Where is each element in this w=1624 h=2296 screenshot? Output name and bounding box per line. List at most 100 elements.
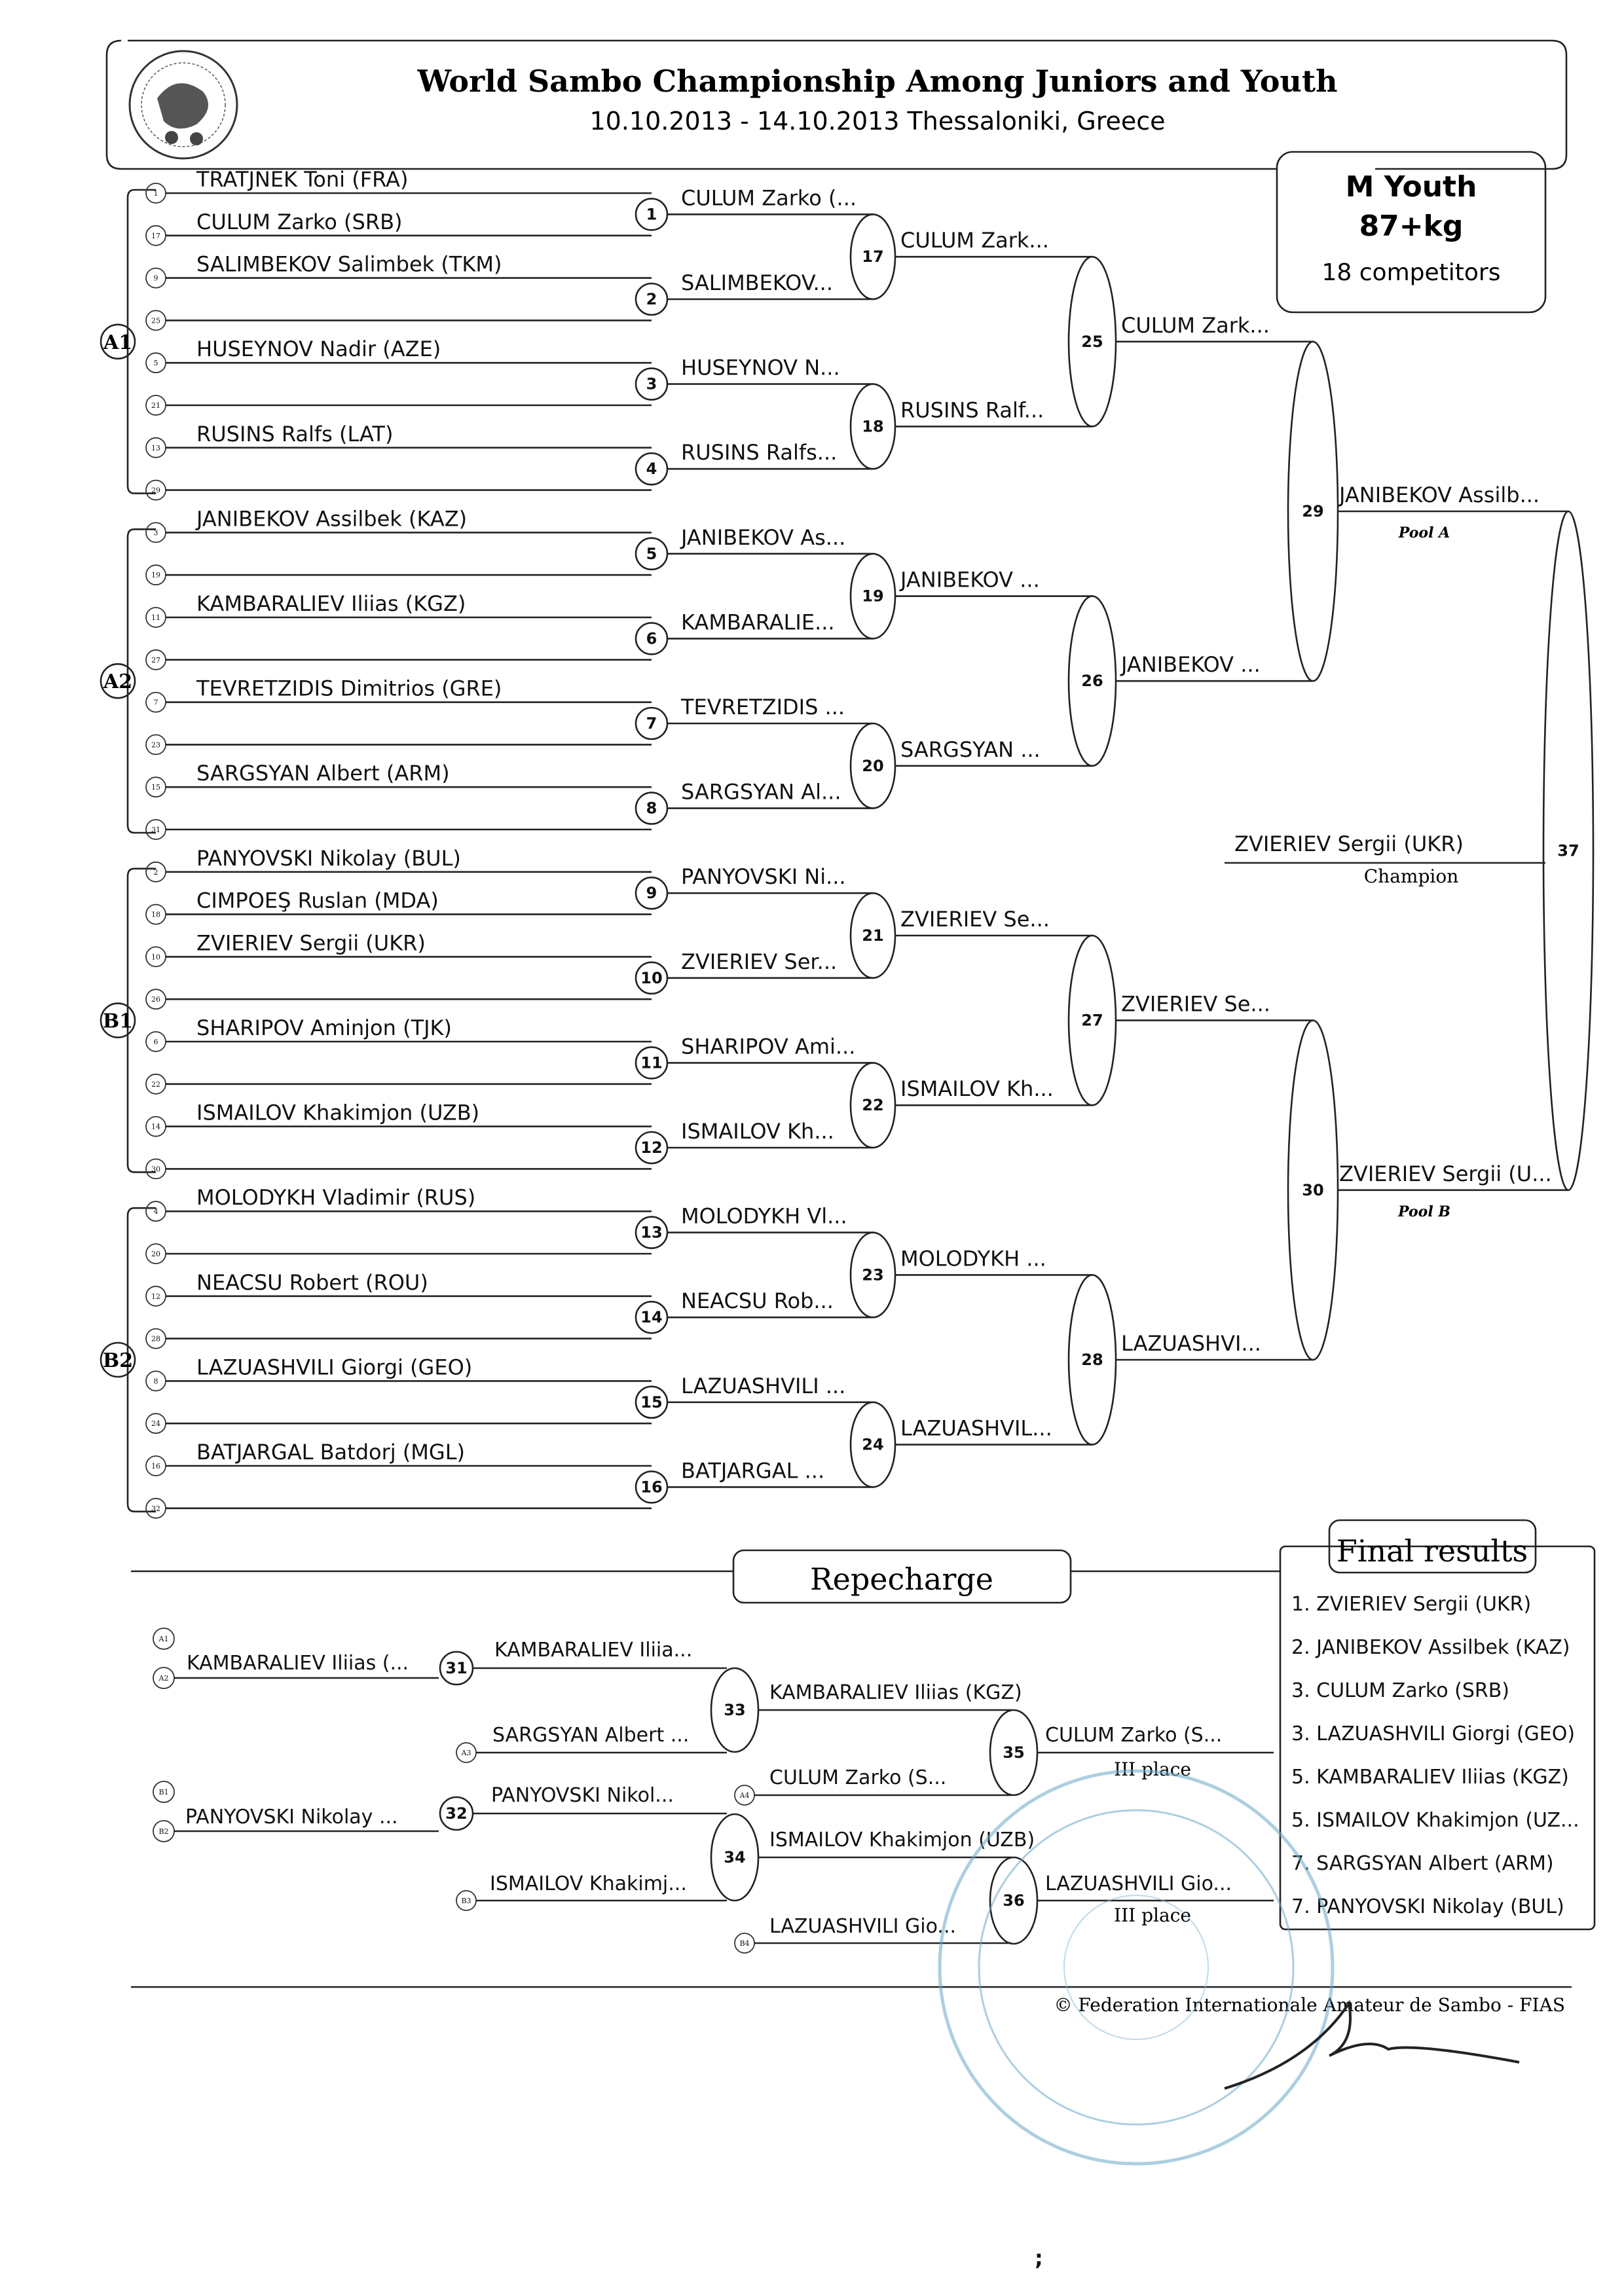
- seed-number: 14: [151, 1123, 160, 1131]
- bout-number: 30: [1302, 1181, 1323, 1199]
- seed-number: 8: [154, 1377, 158, 1385]
- bout-connector: [637, 532, 652, 576]
- competitor-name: BATJARGAL Batdorj (MGL): [196, 1440, 465, 1465]
- bout-number: 36: [1003, 1891, 1024, 1910]
- bout-number: 32: [445, 1804, 467, 1823]
- final-results-list: 1. ZVIERIEV Sergii (UKR)2. JANIBEKOV Ass…: [1291, 1593, 1579, 1918]
- repechage-seed-label: A2: [158, 1674, 169, 1683]
- winner-name: SALIMBEKOV...: [681, 270, 833, 295]
- bout-number: 14: [640, 1308, 662, 1326]
- fias-logo-icon: [128, 50, 238, 160]
- main-bracket: A1A2B1B211792552113293191127723153121810…: [100, 167, 1595, 1519]
- group-label: A1: [103, 331, 132, 354]
- result-item: 1. ZVIERIEV Sergii (UKR): [1291, 1593, 1531, 1616]
- bout-connector: [637, 871, 652, 915]
- winner-name: ISMAILOV Kh...: [681, 1119, 834, 1144]
- bout-number: 34: [724, 1848, 745, 1867]
- seed-number: 28: [151, 1335, 160, 1343]
- winner-name: JANIBEKOV ...: [899, 568, 1040, 592]
- bout-number: 21: [862, 926, 883, 945]
- bout-number: 1: [646, 205, 657, 223]
- winner-name: ZVIERIEV Sergii (U...: [1339, 1161, 1552, 1186]
- category-competitors: 18 competitors: [1322, 259, 1501, 286]
- repechage-name: KAMBARALIEV Iliias (...: [187, 1652, 409, 1675]
- winner-name: JANIBEKOV As...: [680, 525, 845, 550]
- winner-name: JANIBEKOV Assilb...: [1338, 483, 1540, 507]
- bout-number: 37: [1557, 841, 1579, 860]
- group-marker: [100, 323, 136, 360]
- bout-number: 17: [862, 247, 883, 266]
- winner-name: KAMBARALIEV Iliia...: [494, 1639, 692, 1662]
- bout-connector: [637, 446, 652, 491]
- winner-name: PANYOVSKI Ni...: [681, 864, 846, 889]
- bout-number: 31: [445, 1659, 467, 1677]
- bout-number: 9: [646, 884, 657, 902]
- seed-number: 4: [154, 1207, 158, 1216]
- bout-number: 24: [862, 1436, 883, 1454]
- winner-name: ISMAILOV Khakimjon (UZB): [769, 1829, 1035, 1851]
- seed-number: 5: [154, 359, 158, 367]
- seed-number: 11: [151, 613, 160, 622]
- third-place-label: III place: [1114, 1904, 1191, 1926]
- winner-name: LAZUASHVILI ...: [681, 1374, 845, 1398]
- winner-name: LAZUASHVI...: [1121, 1331, 1261, 1356]
- winner-name: SHARIPOV Ami...: [681, 1034, 855, 1059]
- winner-name: PANYOVSKI Nikol...: [491, 1784, 674, 1807]
- bout-number: 20: [862, 757, 883, 775]
- winner-name: MOLODYKH ...: [900, 1246, 1046, 1271]
- seed-number: 13: [151, 444, 160, 452]
- group-brace: [126, 189, 156, 494]
- repechage-seed-label: A4: [739, 1791, 750, 1800]
- repechage-name: SARGSYAN Albert ...: [492, 1724, 689, 1747]
- bout-number: 19: [862, 587, 883, 606]
- bout-number: 4: [646, 460, 657, 478]
- bout-number: 7: [646, 714, 657, 733]
- signature-icon: [1224, 1999, 1520, 2090]
- bout-connector: [637, 1380, 652, 1425]
- result-item: 3. LAZUASHVILI Giorgi (GEO): [1291, 1722, 1575, 1745]
- seed-number: 1: [154, 189, 158, 198]
- page-subtitle: 10.10.2013 - 14.10.2013 Thessaloniki, Gr…: [589, 107, 1165, 136]
- competitor-name: KAMBARALIEV Iliias (KGZ): [196, 591, 466, 616]
- winner-name: ISMAILOV Kh...: [900, 1076, 1054, 1101]
- bout-connector: [637, 192, 652, 237]
- seed-number: 10: [151, 953, 160, 961]
- winner-name: CULUM Zarko (S...: [1045, 1724, 1222, 1747]
- seed-number: 2: [154, 868, 158, 877]
- winner-name: CULUM Zark...: [900, 228, 1049, 253]
- group-label: B2: [103, 1349, 133, 1372]
- bout-number: 8: [646, 799, 657, 818]
- competitor-name: NEACSU Robert (ROU): [196, 1270, 428, 1295]
- bout-number: 22: [862, 1096, 883, 1114]
- final-results-title-box: [1328, 1519, 1537, 1574]
- category-box: [1276, 151, 1547, 314]
- bout-number: 11: [640, 1053, 662, 1072]
- seed-number: 19: [151, 571, 160, 579]
- seed-number: 30: [151, 1165, 160, 1173]
- repechage-seed-label: B4: [739, 1939, 749, 1948]
- winner-name: HUSEYNOV N...: [681, 355, 840, 380]
- winner-name: ZVIERIEV Se...: [1121, 992, 1270, 1017]
- competitor-name: CIMPOEŞ Ruslan (MDA): [196, 888, 439, 913]
- federation-stamp-icon: [938, 1769, 1335, 2166]
- category-weight: 87+kg: [1359, 210, 1464, 243]
- result-item: 5. KAMBARALIEV Iliias (KGZ): [1291, 1766, 1569, 1789]
- winner-name: MOLODYKH Vl...: [681, 1204, 847, 1229]
- bout-connector: [637, 786, 652, 831]
- winner-name: RUSINS Ralfs...: [681, 440, 837, 465]
- seed-number: 3: [154, 528, 158, 537]
- winner-name: JANIBEKOV ...: [1120, 652, 1261, 677]
- bout-connector: [637, 1040, 652, 1085]
- seed-number: 31: [151, 826, 160, 834]
- competitor-name: JANIBEKOV Assilbek (KAZ): [195, 506, 467, 531]
- bout-number: 12: [640, 1139, 662, 1157]
- repechage-seed-label: A1: [158, 1635, 169, 1643]
- bout-connector: [637, 277, 652, 321]
- competitor-name: HUSEYNOV Nadir (AZE): [196, 337, 441, 361]
- repechage-name: ISMAILOV Khakimj...: [490, 1872, 687, 1895]
- category-name: M Youth: [1346, 170, 1477, 204]
- bout-number: 6: [646, 629, 657, 647]
- seed-number: 17: [151, 232, 160, 240]
- seed-number: 21: [151, 401, 160, 410]
